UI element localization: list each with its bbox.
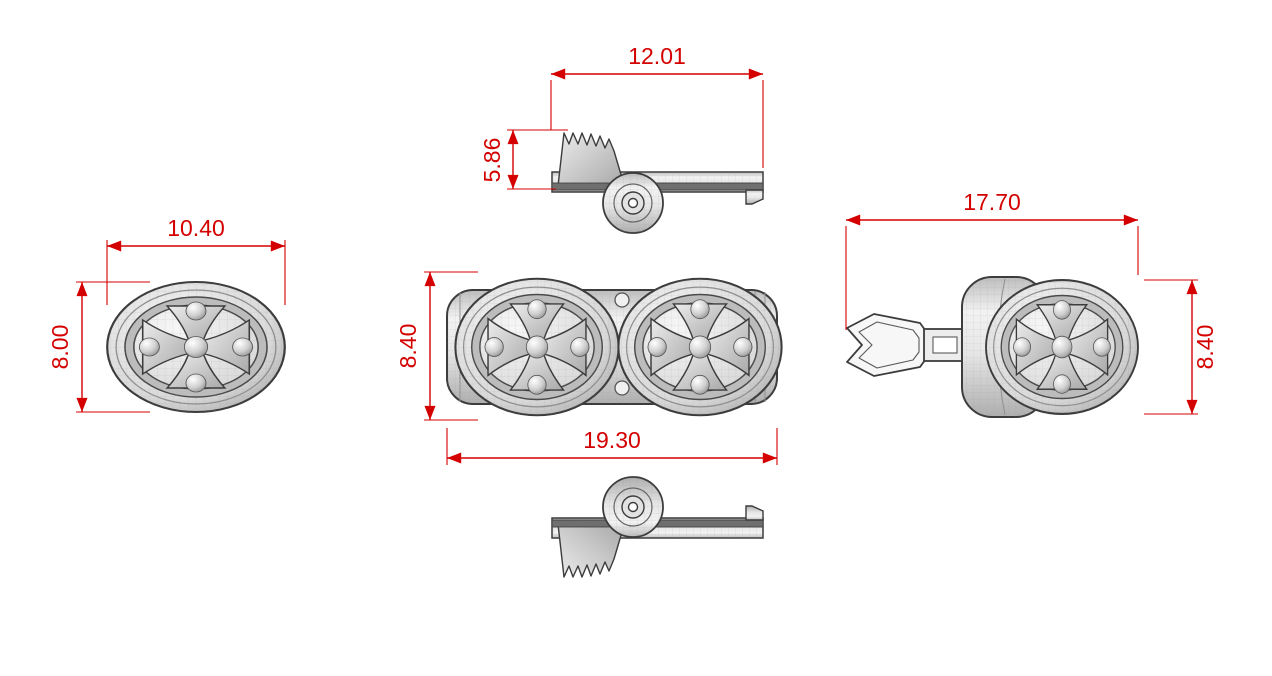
dim-label-8-40-front: 8.40	[395, 324, 421, 369]
dim-label-19-30: 19.30	[583, 427, 641, 453]
dim-label-8-00: 8.00	[47, 325, 73, 370]
dim-label-17-70: 17.70	[963, 189, 1021, 215]
view-front-single	[107, 282, 285, 412]
hook-outline	[846, 313, 929, 377]
rivet-bottom	[614, 380, 630, 396]
rivet-top	[614, 292, 630, 308]
hook-loop-opening	[932, 336, 958, 354]
lever-bottom-instance	[551, 476, 764, 578]
dimension-side-height: 8.40	[1144, 279, 1218, 415]
dim-label-5-86: 5.86	[479, 138, 505, 183]
dimension-front-single-height: 8.00	[47, 281, 150, 413]
clasp-face-assembly-left	[455, 279, 618, 416]
dim-label-8-40-side: 8.40	[1192, 325, 1218, 370]
view-front-assembly	[446, 279, 782, 416]
dimension-side-width: 17.70	[845, 189, 1139, 330]
view-bottom-lever	[551, 476, 764, 578]
dimension-front-assembly-width: 19.30	[446, 427, 778, 465]
hook-inner-contour	[858, 321, 920, 369]
dimension-top-lever-width: 12.01	[550, 43, 764, 168]
clasp-face-assembly-right	[618, 279, 781, 416]
dimension-front-single-width: 10.40	[106, 215, 286, 305]
clasp-face-side	[986, 280, 1138, 414]
dim-label-10-40: 10.40	[167, 215, 225, 241]
view-side-hook	[846, 276, 1138, 418]
lever-top-instance	[551, 132, 764, 234]
clasp-face-single	[107, 282, 285, 412]
dimension-front-assembly-height: 8.40	[395, 271, 478, 421]
dimension-top-lever-height: 5.86	[479, 129, 568, 190]
view-top-lever	[551, 132, 764, 234]
dim-label-12-01: 12.01	[628, 43, 686, 69]
